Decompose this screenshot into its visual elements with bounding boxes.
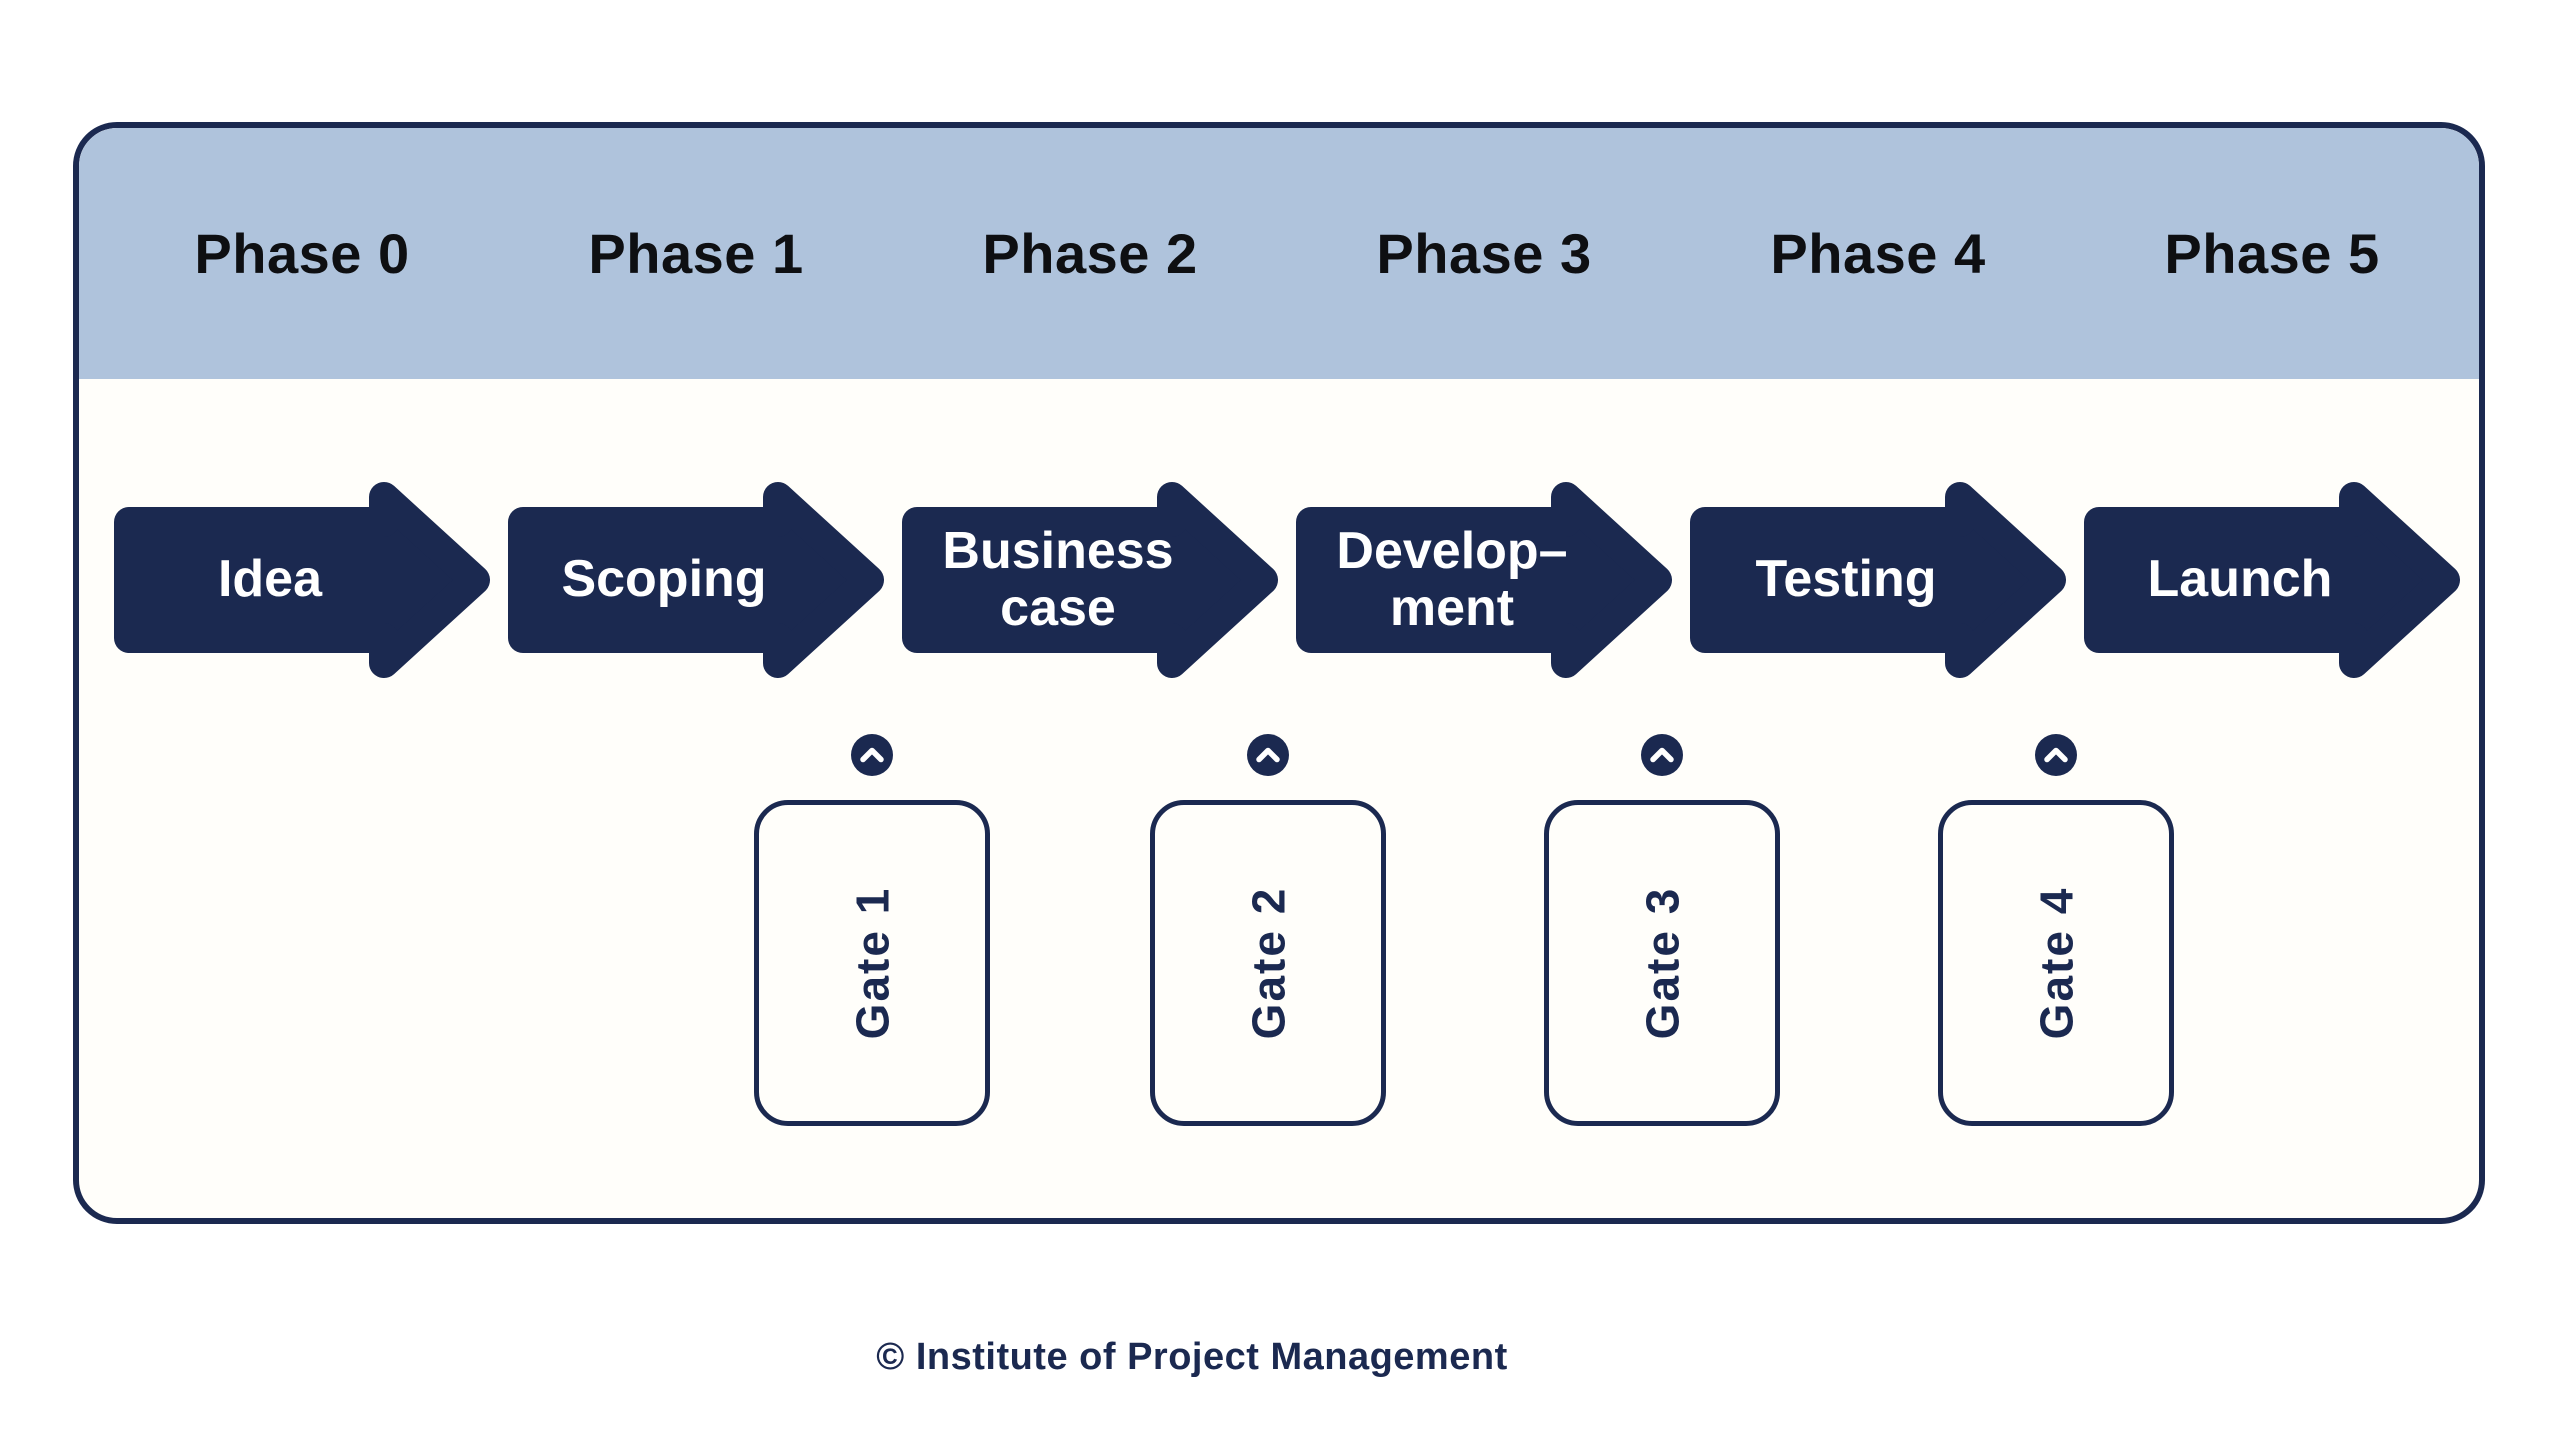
arrow-launch-label: Launch — [2147, 550, 2333, 609]
arrow-testing-label: Testing — [1755, 550, 1937, 609]
chevron-up-icon — [2035, 734, 2077, 776]
phase-label-1: Phase 1 — [588, 222, 804, 285]
copyright-text: © Institute of Project Management — [876, 1336, 1508, 1378]
gate-2-toggle[interactable] — [1246, 733, 1290, 777]
gate-4-toggle[interactable] — [2034, 733, 2078, 777]
chevron-up-icon — [1641, 734, 1683, 776]
phase-label-2: Phase 2 — [982, 222, 1198, 285]
gate-2-label: Gate 2 — [1241, 886, 1294, 1040]
phase-label-3: Phase 3 — [1376, 222, 1592, 285]
arrow-shape-icon — [508, 482, 884, 678]
arrow-launch: Launch — [2084, 482, 2460, 678]
phase-label-0: Phase 0 — [194, 222, 410, 285]
arrow-shape-icon — [114, 482, 490, 678]
phase-label-4: Phase 4 — [1770, 222, 1986, 285]
gate-4-label: Gate 4 — [2029, 886, 2082, 1040]
arrow-testing: Testing — [1690, 482, 2066, 678]
gate-1-toggle[interactable] — [850, 733, 894, 777]
phase-header-band: Phase 0 Phase 1 Phase 2 Phase 3 Phase 4 … — [79, 128, 2479, 379]
arrow-idea: Idea — [114, 482, 490, 678]
chevron-up-icon — [1247, 734, 1289, 776]
gate-1-label: Gate 1 — [845, 886, 898, 1040]
gate-1-box: Gate 1 — [754, 800, 990, 1126]
gate-3-label: Gate 3 — [1635, 886, 1688, 1040]
arrow-scoping-label: Scoping — [561, 550, 767, 609]
arrow-scoping: Scoping — [508, 482, 884, 678]
gate-3-toggle[interactable] — [1640, 733, 1684, 777]
gate-4-box: Gate 4 — [1938, 800, 2174, 1126]
process-panel: Phase 0 Phase 1 Phase 2 Phase 3 Phase 4 … — [73, 122, 2485, 1224]
arrow-idea-label: Idea — [217, 550, 323, 609]
chevron-up-icon — [851, 734, 893, 776]
arrow-shape-icon — [902, 482, 1278, 678]
arrow-shape-icon — [1690, 482, 2066, 678]
arrow-development: Develop–ment — [1296, 482, 1672, 678]
arrow-shape-icon — [2084, 482, 2460, 678]
phase-label-5: Phase 5 — [2164, 222, 2380, 285]
arrow-shape-icon — [1296, 482, 1672, 678]
arrow-development-label: Develop–ment — [1336, 521, 1568, 637]
gate-2-box: Gate 2 — [1150, 800, 1386, 1126]
gate-3-box: Gate 3 — [1544, 800, 1780, 1126]
